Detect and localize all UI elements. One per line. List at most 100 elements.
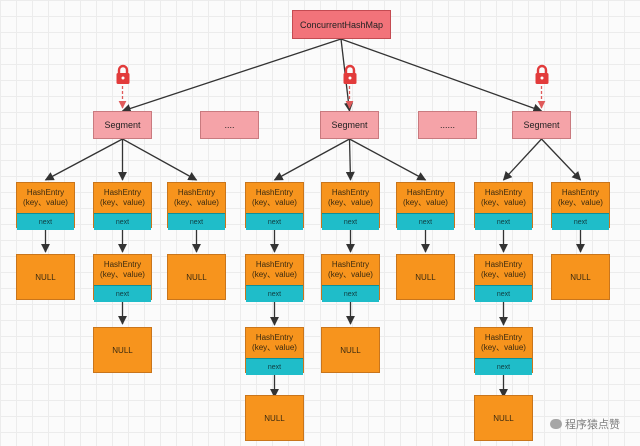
hashentry-node: HashEntry(key、value)next — [321, 254, 380, 302]
hashentry-title: HashEntry — [484, 333, 523, 342]
hashentry-next-field: next — [322, 213, 379, 230]
null-label: NULL — [112, 345, 133, 355]
hashentry-kv: (key、value) — [481, 343, 526, 352]
hashentry-node: HashEntry(key、value) next — [245, 182, 304, 230]
hashentry-next-field: next — [94, 285, 151, 302]
edge-segment-entry-4 — [345, 138, 355, 181]
hashentry-next-field: next — [246, 213, 303, 230]
hashentry-kv: (key、value) — [100, 198, 145, 207]
segment-box-3: ...... — [418, 111, 477, 139]
segment-label: ...... — [439, 120, 455, 130]
hashentry-next-field: next — [397, 213, 454, 230]
null-node: NULL — [474, 395, 533, 441]
null-node: NULL — [167, 254, 226, 300]
hashentry-node: HashEntry(key、value)next — [474, 182, 533, 230]
null-label: NULL — [35, 272, 56, 282]
hashentry-title: HashEntry — [26, 188, 65, 197]
null-node: NULL — [16, 254, 75, 300]
next-label: next — [38, 218, 53, 226]
edge-segment-entry-3 — [273, 138, 350, 181]
segment-label: Segment — [331, 120, 368, 130]
next-label: next — [343, 218, 358, 226]
null-node: NULL — [396, 254, 455, 300]
hashentry-node: HashEntry(key、value) next — [474, 254, 533, 302]
hashentry-node: HashEntry(key、value) next — [245, 327, 304, 375]
hashentry-kv: (key、value) — [100, 270, 145, 279]
hashentry-next-field: next — [552, 213, 609, 230]
hashentry-kv: (key、value) — [252, 198, 297, 207]
hashentry-kv: (key、value) — [328, 198, 373, 207]
null-label: NULL — [186, 272, 207, 282]
segment-label: Segment — [523, 120, 560, 130]
hashentry-next-field: next — [475, 213, 532, 230]
segment-box-1: .... — [200, 111, 259, 139]
hashentry-title: HashEntry — [331, 188, 370, 197]
edge-root-segment-4 — [340, 38, 543, 113]
segment-box-2: Segment — [320, 111, 379, 139]
lock-icon — [115, 64, 131, 94]
hashentry-title: HashEntry — [484, 260, 523, 269]
hashentry-header: HashEntry(key、value) — [552, 183, 609, 213]
hashentry-title: HashEntry — [255, 333, 294, 342]
hashentry-next-field: next — [246, 285, 303, 302]
hashentry-header: HashEntry(key、value) — [94, 255, 151, 285]
next-label: next — [115, 218, 130, 226]
hashentry-title: HashEntry — [255, 260, 294, 269]
edge-segment-entry-2 — [122, 138, 198, 181]
watermark-text: 程序猿点赞 — [565, 419, 620, 431]
wechat-logo-icon — [550, 419, 562, 429]
hashentry-header: HashEntry(key、value) — [17, 183, 74, 213]
null-label: NULL — [493, 413, 514, 423]
hashentry-next-field: next — [475, 358, 532, 375]
hashentry-header: HashEntry(key、value) — [475, 328, 532, 358]
hashentry-header: HashEntry(key、value) — [246, 183, 303, 213]
next-label: next — [115, 290, 130, 298]
hashentry-node: HashEntry(key、value) next — [551, 182, 610, 230]
edge-segment-entry-7 — [541, 138, 582, 181]
hashentry-kv: (key、value) — [174, 198, 219, 207]
null-node: NULL — [245, 395, 304, 441]
hashentry-header: HashEntry(key、value) — [246, 255, 303, 285]
hashentry-kv: (key、value) — [403, 198, 448, 207]
next-label: next — [267, 218, 282, 226]
lock-icon — [534, 64, 550, 94]
hashentry-title: HashEntry — [177, 188, 216, 197]
hashentry-next-field: next — [168, 213, 225, 230]
hashentry-title: HashEntry — [331, 260, 370, 269]
hashentry-node: HashEntry(key、value) next — [93, 254, 152, 302]
hashentry-next-field: next — [246, 358, 303, 375]
hashentry-next-field: next — [17, 213, 74, 230]
edge-segment-entry-6 — [502, 138, 542, 181]
hashentry-header: HashEntry(key、value) — [246, 328, 303, 358]
hashentry-kv: (key、value) — [252, 343, 297, 352]
edge-root-segment-0 — [121, 38, 342, 113]
next-label: next — [573, 218, 588, 226]
hashentry-header: HashEntry(key、value) — [94, 183, 151, 213]
hashentry-header: HashEntry(key、value) — [322, 183, 379, 213]
next-label: next — [267, 290, 282, 298]
hashentry-kv: (key、value) — [558, 198, 603, 207]
hashentry-kv: (key、value) — [481, 270, 526, 279]
root-concurrenthashmap: ConcurrentHashMap — [292, 10, 391, 39]
null-label: NULL — [264, 413, 285, 423]
hashentry-header: HashEntry(key、value) — [475, 255, 532, 285]
hashentry-node: HashEntry(key、value) next — [245, 254, 304, 302]
next-label: next — [267, 363, 282, 371]
hashentry-kv: (key、value) — [252, 270, 297, 279]
hashentry-header: HashEntry(key、value) — [397, 183, 454, 213]
hashentry-node: HashEntry(key、value)next — [167, 182, 226, 230]
next-label: next — [418, 218, 433, 226]
next-label: next — [496, 290, 511, 298]
hashentry-title: HashEntry — [103, 188, 142, 197]
null-label: NULL — [570, 272, 591, 282]
hashentry-next-field: next — [322, 285, 379, 302]
edge-segment-entry-5 — [349, 138, 427, 181]
hashentry-node: HashEntry(key、value) next — [93, 182, 152, 230]
null-node: NULL — [551, 254, 610, 300]
null-label: NULL — [340, 345, 361, 355]
segment-label: .... — [224, 120, 235, 130]
hashentry-header: HashEntry(key、value) — [168, 183, 225, 213]
hashentry-title: HashEntry — [255, 188, 294, 197]
hashentry-title: HashEntry — [406, 188, 445, 197]
